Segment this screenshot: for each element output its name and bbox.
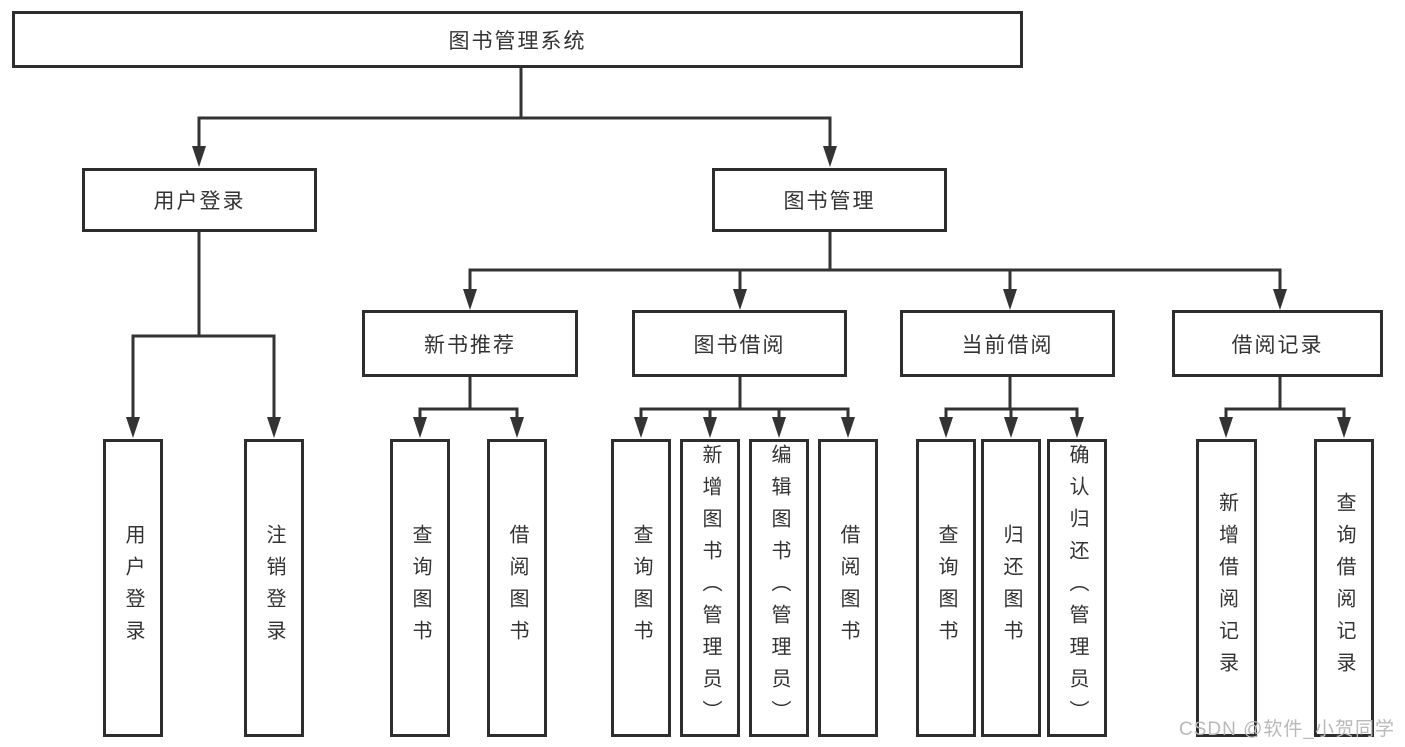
- leaf-borrow-books-2-label: 借阅图书: [837, 524, 859, 652]
- node-borrowing-records-label: 借阅记录: [1231, 333, 1324, 357]
- leaf-edit-book-admin-label: 编辑图书（管理员）: [768, 444, 790, 732]
- leaf-query-borrow-record: 查询借阅记录: [1314, 439, 1374, 737]
- leaf-query-books-3-label: 查询图书: [935, 524, 957, 652]
- node-current-borrowing: 当前借阅: [900, 310, 1115, 377]
- leaf-query-books-1: 查询图书: [390, 439, 450, 737]
- node-current-borrowing-label: 当前借阅: [961, 333, 1054, 357]
- node-user-login: 用户登录: [82, 168, 317, 232]
- leaf-borrow-books-1-label: 借阅图书: [506, 524, 528, 652]
- leaf-user-login-label: 用户登录: [122, 524, 144, 652]
- leaf-borrow-books-1: 借阅图书: [487, 439, 547, 737]
- leaf-confirm-return-admin-label: 确认归还（管理员）: [1066, 444, 1088, 732]
- node-library-management-system: 图书管理系统: [12, 11, 1023, 68]
- leaf-borrow-books-2: 借阅图书: [818, 439, 878, 737]
- leaf-query-books-2: 查询图书: [611, 439, 671, 737]
- leaf-return-book-label: 归还图书: [1000, 524, 1022, 652]
- node-library-management-system-label: 图书管理系统: [448, 29, 587, 53]
- leaf-user-login: 用户登录: [103, 439, 163, 737]
- leaf-confirm-return-admin: 确认归还（管理员）: [1047, 439, 1107, 737]
- leaf-query-books-2-label: 查询图书: [630, 524, 652, 652]
- leaf-add-book-admin: 新增图书（管理员）: [680, 439, 740, 737]
- node-user-login-label: 用户登录: [153, 190, 246, 213]
- leaf-edit-book-admin: 编辑图书（管理员）: [749, 439, 809, 737]
- node-borrowing-records: 借阅记录: [1172, 310, 1383, 377]
- node-new-book-recommend-label: 新书推荐: [424, 333, 516, 357]
- leaf-add-book-admin-label: 新增图书（管理员）: [699, 444, 721, 732]
- leaf-logout-label: 注销登录: [263, 524, 285, 652]
- leaf-query-books-1-label: 查询图书: [409, 524, 431, 652]
- leaf-add-borrow-record: 新增借阅记录: [1196, 439, 1257, 737]
- leaf-add-borrow-record-label: 新增借阅记录: [1215, 492, 1238, 684]
- node-book-management: 图书管理: [712, 168, 947, 232]
- node-book-borrowing-label: 图书借阅: [693, 333, 786, 357]
- leaf-return-book: 归还图书: [981, 439, 1041, 737]
- leaf-query-books-3: 查询图书: [916, 439, 976, 737]
- node-new-book-recommend: 新书推荐: [362, 310, 578, 377]
- csdn-watermark: CSDN @软件_小贺同学: [1179, 719, 1395, 740]
- node-book-management-label: 图书管理: [783, 190, 876, 213]
- node-book-borrowing: 图书借阅: [632, 310, 847, 377]
- leaf-logout: 注销登录: [244, 439, 304, 737]
- leaf-query-borrow-record-label: 查询借阅记录: [1333, 492, 1355, 684]
